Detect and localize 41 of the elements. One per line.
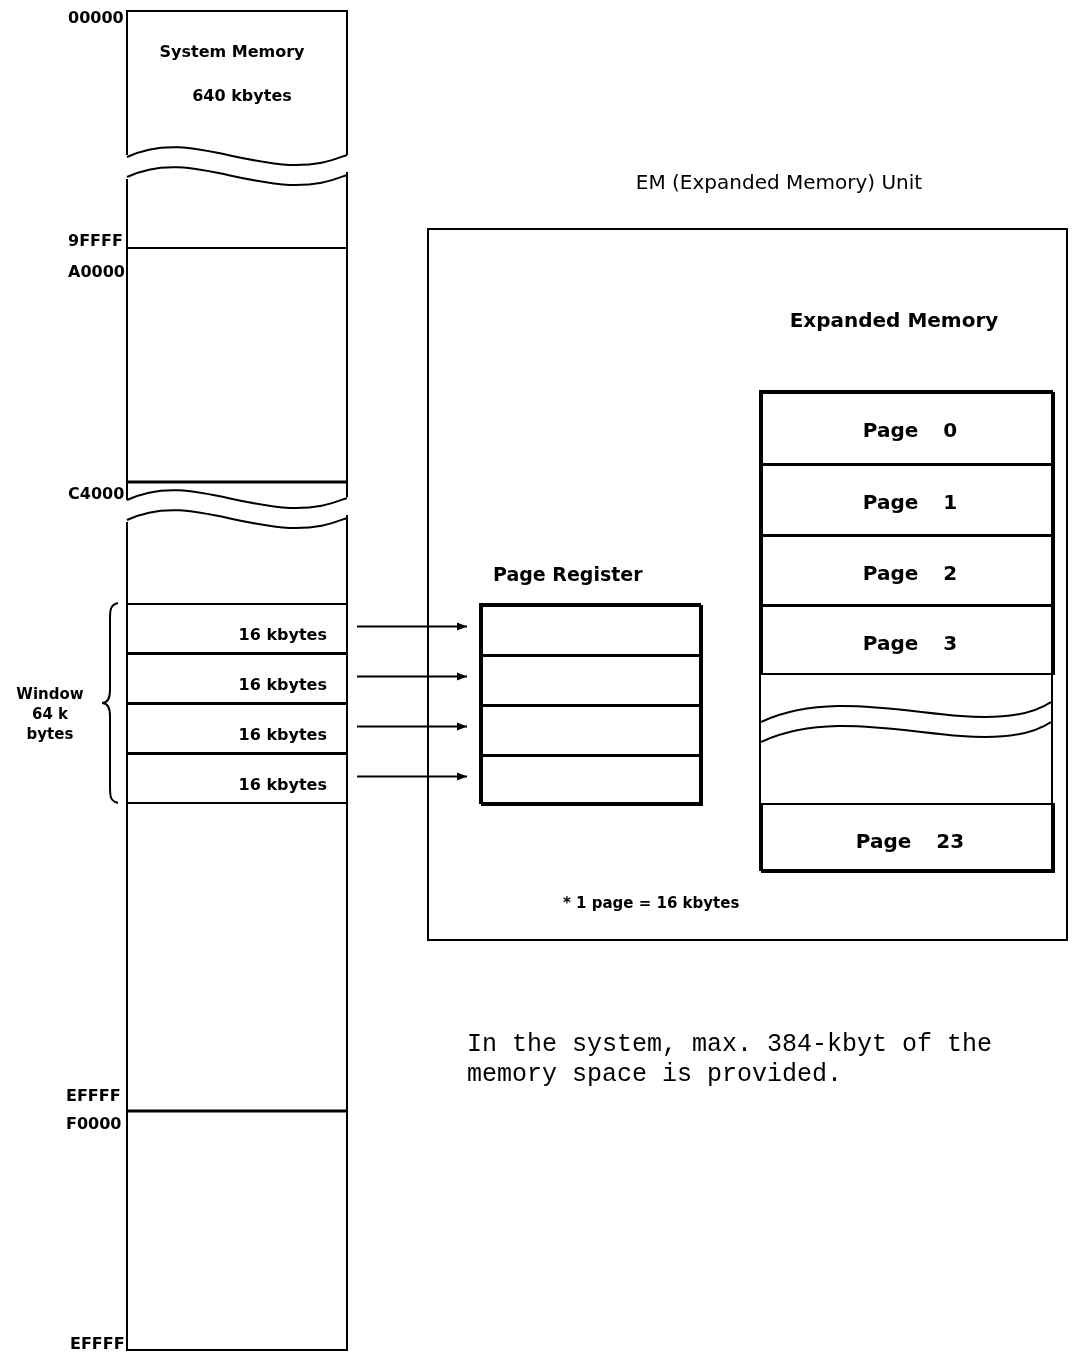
segment-size: 16 kbytes xyxy=(238,625,327,644)
arrow xyxy=(356,722,468,731)
register-slot xyxy=(481,605,703,656)
page-slot xyxy=(761,535,1055,606)
note-text: In the system, max. 384-kbyt of the memory space is provided. xyxy=(467,1030,994,1090)
brace-label: Window 64 k bytes xyxy=(15,684,85,744)
window-segment xyxy=(127,653,347,704)
address-label: 00000 xyxy=(68,8,124,27)
arrow xyxy=(356,622,468,631)
page-label: Page 0 xyxy=(861,418,959,442)
segment-size: 16 kbytes xyxy=(238,725,327,744)
address-label: A0000 xyxy=(68,262,125,281)
page-slot xyxy=(761,392,1055,465)
arrow xyxy=(356,672,468,681)
segment-size: 16 kbytes xyxy=(238,775,327,794)
register-slot xyxy=(481,755,703,806)
page-label: Page 1 xyxy=(861,490,959,514)
address-label: EFFFF xyxy=(66,1086,121,1105)
address-label: 9FFFF xyxy=(68,231,123,250)
page-slot xyxy=(761,605,1055,675)
arrow xyxy=(356,772,468,781)
register-slot xyxy=(481,655,703,706)
register-slot xyxy=(481,705,703,756)
page-slot xyxy=(761,803,1055,873)
page-label: Page 3 xyxy=(861,631,959,655)
footnote: * 1 page = 16 kbytes xyxy=(563,894,740,912)
register-heading: Page Register xyxy=(493,563,643,585)
unit-heading: EM (Expanded Memory) Unit xyxy=(634,170,924,194)
segment-size: 640 kbytes xyxy=(191,86,293,105)
window-segment xyxy=(127,703,347,754)
page-slot xyxy=(761,464,1055,536)
page-label: Page 2 xyxy=(861,561,959,585)
address-label: C4000 xyxy=(68,484,125,503)
window-segment xyxy=(127,753,347,804)
page-label: Page 23 xyxy=(854,829,966,853)
address-label: F0000 xyxy=(66,1114,122,1133)
segment-title: System Memory xyxy=(158,42,306,61)
window-segment xyxy=(127,603,347,654)
address-label: EFFFF xyxy=(70,1334,125,1353)
segment-size: 16 kbytes xyxy=(238,675,327,694)
memory-heading: Expanded Memory xyxy=(788,308,1000,332)
